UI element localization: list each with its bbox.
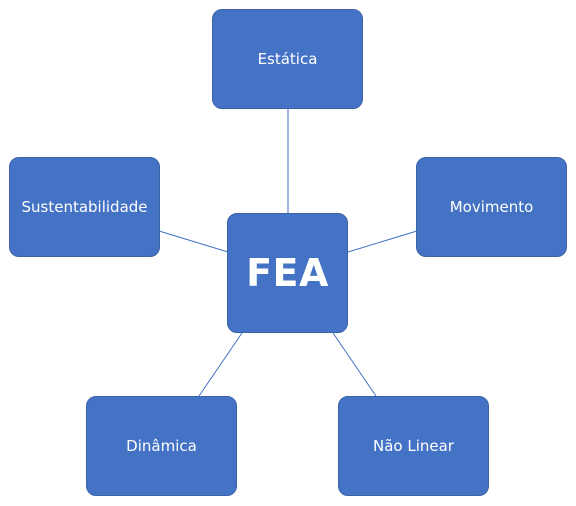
node-dinamica-label: Dinâmica (126, 437, 197, 455)
node-nao-linear: Não Linear (338, 396, 489, 496)
node-movimento-label: Movimento (449, 198, 534, 216)
connector-sustentabilidade (158, 230, 229, 253)
connector-movimento (347, 230, 418, 253)
connector-nao-linear (332, 332, 377, 397)
node-dinamica: Dinâmica (86, 396, 237, 496)
connector-dinamica (198, 332, 243, 397)
center-node: FEA (227, 213, 348, 333)
node-nao-linear-label: Não Linear (373, 437, 454, 455)
node-movimento: Movimento (416, 157, 567, 257)
node-estatica: Estática (212, 9, 363, 109)
node-estatica-label: Estática (257, 50, 318, 68)
node-sustentabilidade: Sustentabilidade (9, 157, 160, 257)
node-sustentabilidade-label: Sustentabilidade (21, 198, 148, 216)
center-node-label: FEA (246, 251, 329, 295)
